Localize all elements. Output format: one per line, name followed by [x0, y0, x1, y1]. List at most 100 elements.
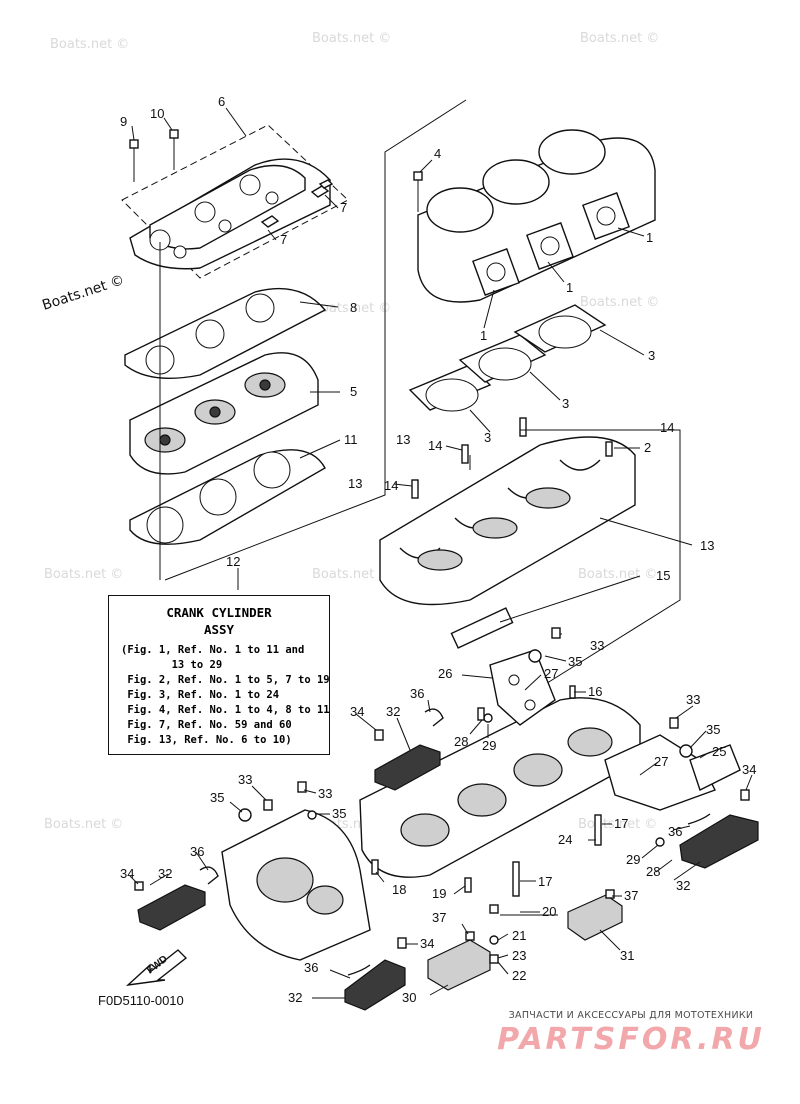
engine-mount-32-lower-left [137, 884, 206, 931]
callout-35: 35 [332, 806, 346, 821]
callout-33: 33 [686, 692, 700, 707]
callout-32: 32 [288, 990, 302, 1005]
clip-36 [687, 813, 711, 825]
forward-direction-arrow: FWD [125, 949, 188, 986]
callout-21: 21 [512, 928, 526, 943]
callout-7: 7 [280, 232, 287, 247]
legend-line: Fig. 2, Ref. No. 1 to 5, 7 to 19 [121, 674, 330, 686]
callout-10: 10 [150, 106, 164, 121]
callout-15: 15 [656, 568, 670, 583]
callout-17: 17 [538, 874, 552, 889]
callout-37: 37 [432, 910, 446, 925]
callout-11: 11 [344, 432, 358, 447]
callout-3: 3 [484, 430, 491, 445]
legend-line: Fig. 4, Ref. No. 1 to 4, 8 to 11 [121, 704, 330, 716]
callout-2: 2 [644, 440, 651, 455]
watermark: Boats.net © [312, 567, 391, 582]
callout-34: 34 [742, 762, 756, 777]
callout-35: 35 [706, 722, 720, 737]
legend-subtitle: ASSY [203, 622, 235, 637]
watermark: Boats.net © [580, 295, 659, 310]
callout-1: 1 [480, 328, 487, 343]
watermark: Boats.net © [312, 301, 391, 316]
callout-27: 27 [544, 666, 558, 681]
oil-seal-15 [450, 607, 514, 649]
legend-line: Fig. 3, Ref. No. 1 to 24 [121, 689, 280, 701]
head-gasket-11 [129, 449, 326, 545]
callout-28: 28 [454, 734, 468, 749]
legend-line: Fig. 13, Ref. No. 6 to 10) [121, 734, 292, 746]
callout-13: 13 [396, 432, 410, 447]
watermark: Boats.net © [50, 37, 129, 52]
bolt-9 [129, 139, 139, 182]
head-gasket-8 [124, 287, 327, 380]
callout-35: 35 [210, 790, 224, 805]
callout-1: 1 [646, 230, 653, 245]
callout-23: 23 [512, 948, 526, 963]
callout-36: 36 [190, 844, 204, 859]
callout-35: 35 [568, 654, 582, 669]
callout-34: 34 [420, 936, 434, 951]
upper-crankcase [379, 436, 636, 606]
callout-18: 18 [392, 882, 406, 897]
callout-28: 28 [646, 864, 660, 879]
callout-27: 27 [654, 754, 668, 769]
leader-lines [129, 107, 753, 999]
engine-mount-32-right [679, 814, 759, 869]
clip-36 [424, 708, 444, 727]
legend-line: 13 to 29 [121, 659, 223, 671]
callout-20: 20 [542, 904, 556, 919]
damper-30 [427, 939, 491, 991]
engine-mount-32-bottom [344, 959, 406, 1011]
callout-32: 32 [386, 704, 400, 719]
watermark: Boats.net © [578, 567, 657, 582]
callout-34: 34 [350, 704, 364, 719]
callout-9: 9 [120, 114, 127, 129]
callout-33: 33 [238, 772, 252, 787]
watermark: Boats.net © [44, 817, 123, 832]
callout-36: 36 [410, 686, 424, 701]
cylinder-block-1 [417, 129, 656, 303]
callout-12: 12 [226, 554, 240, 569]
bolt-10 [169, 129, 179, 170]
assembly-legend: CRANK CYLINDER ASSY (Fig. 1, Ref. No. 1 … [108, 595, 330, 755]
legend-line: Fig. 7, Ref. No. 59 and 60 [121, 719, 292, 731]
callout-25: 25 [712, 744, 726, 759]
engine-mount-32-left [374, 744, 441, 791]
watermark: Boats.net © [580, 31, 659, 46]
callout-29: 29 [482, 738, 496, 753]
legend-lines: (Fig. 1, Ref. No. 1 to 11 and 13 to 29 F… [109, 643, 330, 748]
brand-watermark: ЗАПЧАСТИ И АКСЕССУАРЫ ДЛЯ МОТОТЕХНИКИ PA… [478, 1010, 784, 1057]
callout-30: 30 [402, 990, 416, 1005]
dowel-2 [605, 441, 613, 457]
bolts-14 [411, 417, 527, 499]
legend-title: CRANK CYLINDER [166, 605, 272, 620]
bolts-lower [134, 627, 750, 964]
lower-crankcase [359, 697, 641, 878]
callout-34: 34 [120, 866, 134, 881]
legend-line: (Fig. 1, Ref. No. 1 to 11 and [121, 644, 305, 656]
callout-22: 22 [512, 968, 526, 983]
engine-bracket-26 [489, 649, 556, 726]
callout-36: 36 [304, 960, 318, 975]
callout-4: 4 [434, 146, 441, 161]
callout-37: 37 [624, 888, 638, 903]
callout-5: 5 [350, 384, 357, 399]
callout-13: 13 [700, 538, 714, 553]
callout-numbers: 6 9 10 7 7 8 5 11 12 4 1 1 1 3 3 3 14 2 … [120, 94, 756, 1005]
engine-plate-left [221, 809, 371, 961]
cylinder-head-cover [129, 158, 334, 270]
damper-31 [567, 894, 623, 941]
callout-33: 33 [318, 786, 332, 801]
brand-tagline: ЗАПЧАСТИ И АКСЕССУАРЫ ДЛЯ МОТОТЕХНИКИ [508, 1010, 754, 1021]
cylinder-gasket-3 [408, 304, 607, 412]
callout-1: 1 [566, 280, 573, 295]
callout-33: 33 [590, 638, 604, 653]
callout-32: 32 [676, 878, 690, 893]
callout-17: 17 [614, 816, 628, 831]
callout-36: 36 [668, 824, 682, 839]
clip-36 [347, 964, 371, 976]
watermark-dark: Boats.net © [40, 272, 126, 314]
callout-7: 7 [340, 200, 347, 215]
